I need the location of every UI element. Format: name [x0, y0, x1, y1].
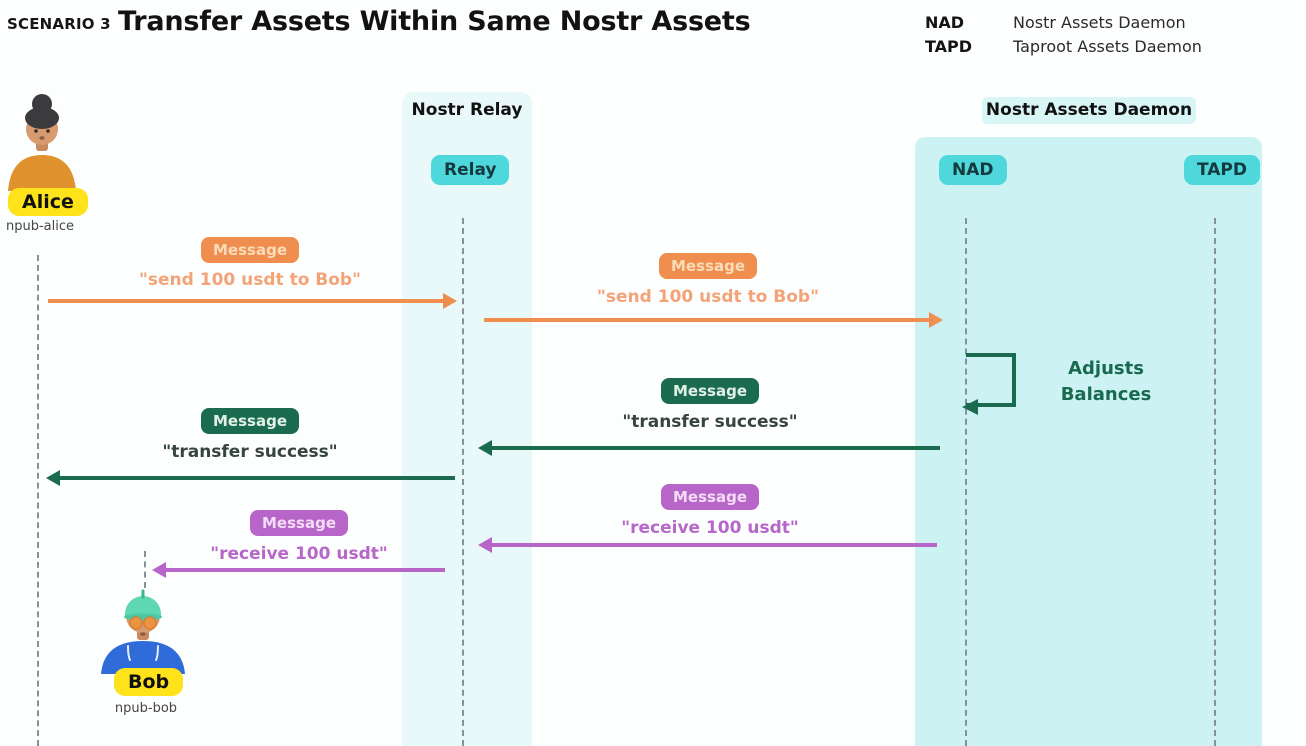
- relay-column-band: [402, 92, 532, 746]
- message-badge: Message: [661, 378, 759, 404]
- relay-badge: Relay: [431, 155, 510, 185]
- message-label: "transfer success": [162, 442, 338, 462]
- self-loop-arrow: [962, 353, 1016, 415]
- message-arrow-left: [478, 537, 937, 553]
- message-label: "transfer success": [622, 412, 798, 432]
- message-label: "send 100 usdt to Bob": [139, 270, 361, 290]
- nad-lifeline: [965, 218, 967, 746]
- nad-badge: NAD: [939, 155, 1007, 185]
- legend-definition-tapd: Taproot Assets Daemon: [1013, 37, 1202, 56]
- message-badge: Message: [250, 510, 348, 536]
- message-arrow-right: [48, 293, 457, 309]
- tapd-lifeline: [1214, 218, 1216, 746]
- self-action-label: Adjusts Balances: [1060, 358, 1152, 406]
- message-badge: Message: [201, 408, 299, 434]
- bob-name-badge: Bob: [114, 668, 184, 696]
- message-badge: Message: [201, 237, 299, 263]
- bob-avatar: [101, 589, 185, 674]
- arrowhead-icon: [478, 440, 492, 456]
- nad-column-header: Nostr Assets Daemon: [982, 97, 1196, 124]
- message-arrow-left: [46, 470, 455, 486]
- arrowhead-icon: [152, 562, 166, 578]
- message-label: "receive 100 usdt": [210, 544, 388, 564]
- scenario-label: SCENARIO 3: [7, 15, 111, 33]
- relay-column-header: Nostr Relay: [411, 100, 523, 120]
- nostr-assets-daemon-panel: [915, 137, 1262, 746]
- message-arrow-left: [478, 440, 940, 456]
- legend-definition-nad: Nostr Assets Daemon: [1013, 13, 1186, 32]
- arrowhead-icon: [478, 537, 492, 553]
- alice-lifeline: [37, 255, 39, 746]
- relay-lifeline: [462, 218, 464, 746]
- message-arrow-right: [484, 312, 943, 328]
- message-badge: Message: [661, 484, 759, 510]
- legend: NAD Nostr Assets Daemon TAPD Taproot Ass…: [925, 13, 1202, 56]
- bob-npub-label: npub-bob: [114, 701, 178, 716]
- message-badge: Message: [659, 253, 757, 279]
- arrowhead-icon: [929, 312, 943, 328]
- alice-name-badge: Alice: [8, 188, 88, 216]
- bob-lifeline: [144, 551, 146, 588]
- message-arrow-left: [152, 562, 445, 578]
- arrowhead-icon: [962, 399, 978, 415]
- message-label: "receive 100 usdt": [621, 518, 799, 538]
- tapd-badge: TAPD: [1184, 155, 1261, 185]
- message-label: "send 100 usdt to Bob": [597, 287, 819, 307]
- legend-term-tapd: TAPD: [925, 37, 973, 56]
- arrowhead-icon: [443, 293, 457, 309]
- arrowhead-icon: [46, 470, 60, 486]
- alice-npub-label: npub-alice: [5, 219, 74, 234]
- page-title: Transfer Assets Within Same Nostr Assets: [118, 6, 751, 37]
- legend-term-nad: NAD: [925, 13, 965, 32]
- alice-avatar: [8, 94, 76, 191]
